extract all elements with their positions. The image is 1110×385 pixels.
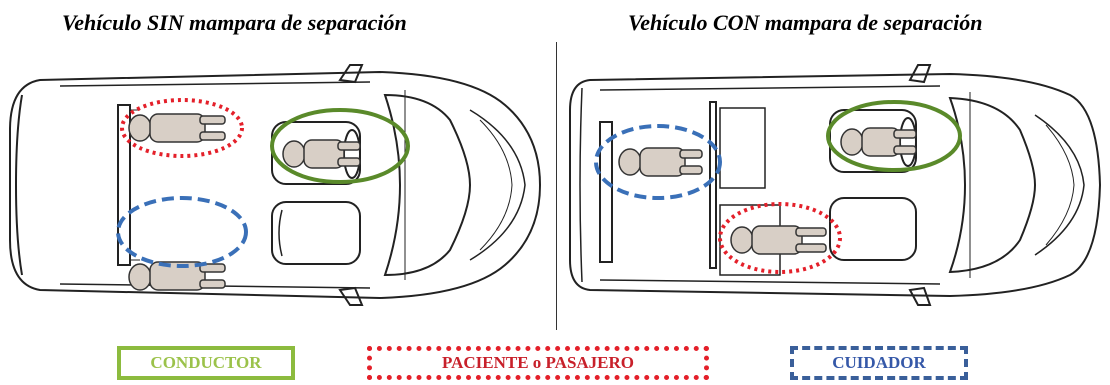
windshield	[383, 93, 472, 277]
driver-highlight	[826, 100, 962, 172]
partition	[709, 101, 717, 269]
rear-bench	[117, 104, 131, 266]
legend-carer: CUIDADOR	[790, 346, 968, 380]
car-body	[569, 72, 1102, 298]
carer-highlight	[116, 196, 248, 268]
patient-highlight	[718, 202, 842, 274]
rear-bench	[599, 121, 613, 263]
carer-figure	[618, 147, 703, 177]
mirror-bottom	[908, 286, 932, 306]
title-with-partition: Vehículo CON mampara de separación	[628, 10, 983, 35]
steering-wheel	[343, 129, 361, 179]
car-without-partition	[9, 64, 542, 306]
windshield	[948, 96, 1037, 274]
car-with-partition	[569, 64, 1102, 306]
car-body	[9, 70, 542, 300]
mirror-top	[908, 64, 932, 84]
center-divider	[556, 42, 557, 330]
mirror-bottom	[338, 286, 364, 306]
driver-figure	[282, 139, 361, 169]
title-without-partition: Vehículo SIN mampara de separación	[62, 10, 407, 35]
patient-figure	[730, 225, 827, 255]
legend-patient: PACIENTE o PASAJERO	[367, 346, 709, 380]
legend-driver: CONDUCTOR	[117, 346, 295, 380]
front-empty-seat	[271, 201, 361, 265]
driver-highlight	[270, 108, 410, 184]
hood	[469, 109, 526, 261]
hood	[1034, 114, 1085, 256]
patient-figure	[128, 113, 226, 143]
mirror-top	[338, 64, 364, 84]
steering-wheel	[899, 117, 917, 167]
patient-highlight	[120, 98, 244, 158]
carer-figure	[128, 261, 226, 291]
driver-figure	[840, 127, 917, 157]
front-passenger-seat	[829, 197, 917, 261]
carer-highlight	[594, 124, 722, 200]
